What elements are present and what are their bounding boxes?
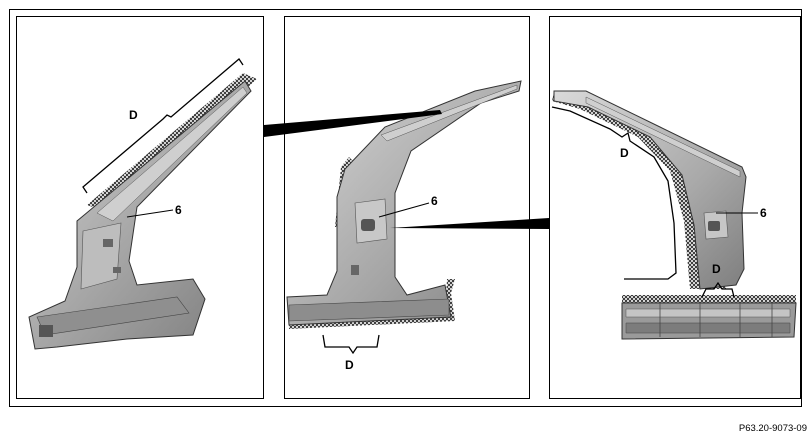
connector-left-center bbox=[264, 110, 442, 137]
center-view-drawing: D 6 bbox=[286, 80, 522, 372]
part-6-label: 6 bbox=[431, 194, 438, 208]
right-view-drawing: D D 6 bbox=[551, 90, 797, 340]
zone-d-label-sill: D bbox=[712, 262, 721, 276]
center-view-panel: D 6 bbox=[284, 16, 530, 399]
zone-d-label: D bbox=[620, 146, 629, 160]
zone-d-bracket-sill bbox=[701, 281, 735, 298]
left-view-panel: D 6 bbox=[16, 16, 264, 399]
zone-d-bracket bbox=[551, 106, 677, 280]
pillar-part-6 bbox=[286, 80, 522, 326]
zone-d-label: D bbox=[345, 358, 354, 372]
pillar-part-6 bbox=[553, 90, 747, 290]
reference-code: P63.20-9073-09 bbox=[738, 423, 807, 434]
left-view-drawing: D 6 bbox=[28, 58, 257, 350]
part-6-label: 6 bbox=[175, 203, 182, 217]
zone-d-label: D bbox=[129, 108, 138, 122]
zone-d-bracket bbox=[82, 58, 244, 194]
right-view-panel: D D 6 bbox=[549, 16, 801, 399]
zone-d-bracket bbox=[322, 334, 380, 355]
part-6-label: 6 bbox=[760, 206, 767, 220]
illustration-frame bbox=[9, 9, 802, 407]
connector-center-right bbox=[390, 218, 549, 229]
